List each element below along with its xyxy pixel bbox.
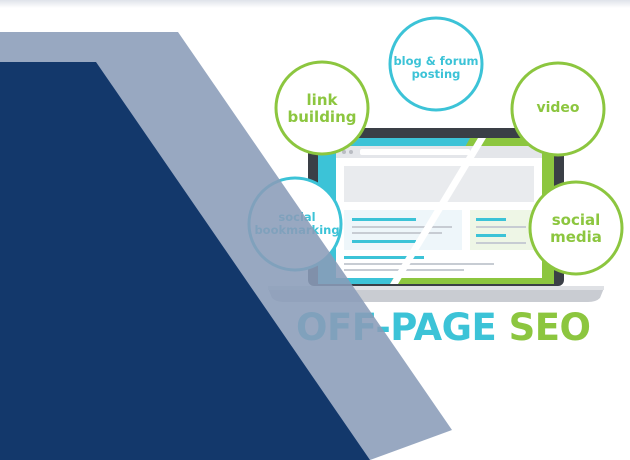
- social-media-circle: [528, 180, 624, 276]
- browser-content-left: [344, 210, 462, 250]
- laptop-base-icon: [268, 288, 604, 302]
- video-label: video: [536, 99, 580, 116]
- laptop-base-edge: [268, 286, 604, 290]
- content-line: [344, 263, 494, 265]
- content-line: [476, 242, 526, 244]
- headline-part-off-page: OFF-PAGE: [296, 306, 497, 349]
- link-building-label: link building: [287, 90, 357, 126]
- social-media-label: social media: [550, 210, 602, 246]
- top-shadow-bar: [0, 0, 630, 8]
- content-line: [352, 226, 452, 228]
- video-circle: [510, 61, 606, 157]
- content-line: [476, 226, 526, 228]
- browser-hero-block: [344, 166, 534, 202]
- content-line: [476, 234, 506, 237]
- headline-part-seo: SEO: [508, 306, 591, 349]
- blog-forum-label: blog & forum posting: [393, 53, 479, 81]
- browser-address-bar: [360, 149, 470, 155]
- social-bookmarking-label: social bookmarking: [254, 209, 340, 237]
- content-line: [352, 218, 416, 221]
- content-line: [352, 240, 416, 243]
- off-page-seo-headline: OFF-PAGE SEO: [296, 306, 591, 349]
- browser-dot-icon: [349, 150, 353, 154]
- content-line: [476, 218, 506, 221]
